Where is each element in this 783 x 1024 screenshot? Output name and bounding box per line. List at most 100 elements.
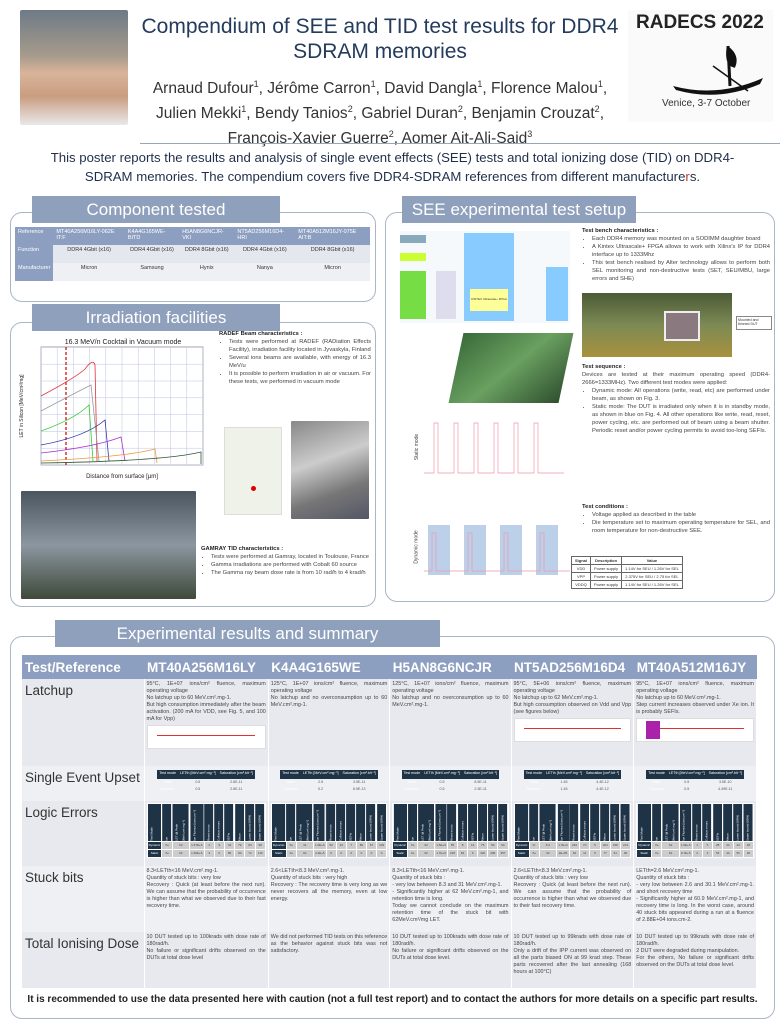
bullet-item: It is possible to perform irradiation in…: [229, 370, 371, 386]
tid-cell: 10 DUT tested up to 100krads with dose r…: [144, 932, 269, 988]
component-cell: DDR4 4Gbit (x16): [234, 245, 296, 263]
gamray-heading: GAMRAY TID characteristics :: [201, 546, 284, 552]
seu-value: 0.5: [177, 786, 218, 793]
seu-value: Static: [280, 779, 301, 786]
logic-value: Kr: [528, 841, 540, 850]
latchup-cell: 95°C, 1E+07 ions/cm² fluence, maximum op…: [144, 679, 269, 766]
seu-header-cell: Saturation [cm².bit⁻¹]: [706, 770, 744, 779]
logic-value: 158: [609, 841, 621, 850]
seu-value: Dynamic: [280, 786, 301, 793]
logic-value: Static: [636, 849, 653, 858]
voltage-cell: Power supply: [590, 572, 623, 581]
logic-header-cell: Reset errors: [204, 803, 215, 842]
logic-value: 80: [355, 841, 367, 850]
logic-value: Xe: [161, 841, 173, 850]
setup-title: SEE experimental test setup: [402, 196, 636, 223]
fpga-label: KINTEX Ultrascale+ FPGA: [470, 289, 508, 311]
let-chart: 16.3 MeV/n Cocktail in Vacuum mode Dista…: [19, 339, 204, 480]
logic-value: 67: [365, 841, 378, 850]
author-affiliation: 1: [477, 79, 483, 89]
row-label: Stuck bits: [22, 866, 145, 932]
chart-ylabel: LET in Silicon [MeV/cm²/mg]: [19, 374, 25, 438]
logic-value: Static: [392, 849, 409, 858]
logic-header-cell: Mean: [722, 803, 733, 842]
component-cell: Hynix: [179, 263, 235, 281]
logic-header-cell: SEFIs: [224, 803, 235, 842]
radef-heading: RADEF Beam characteristics :: [219, 331, 303, 337]
gamray-characteristics: GAMRAY TID characteristics : Tests were …: [201, 545, 373, 577]
seu-header-cell: LETth [MeV.cm².mg⁻¹]: [422, 770, 462, 779]
logic-value: 44: [223, 841, 236, 850]
seu-value: Dynamic: [401, 786, 423, 793]
results-title: Experimental results and summary: [55, 620, 440, 647]
logic-value: 70: [579, 841, 591, 850]
logic-header-cell: LET @ Peak [MeV.cm².mg⁻¹]: [296, 803, 314, 842]
seu-value: 8.5E-11: [461, 779, 500, 786]
component-cell: Samsung: [124, 263, 180, 281]
seu-header-cell: Test mode: [157, 770, 178, 779]
logic-header-cell: Collision errors: [336, 803, 347, 842]
logic-value: Dynamic: [392, 841, 409, 850]
chart-title: 16.3 MeV/n Cocktail in Vacuum mode: [65, 339, 182, 346]
static-mode-figure: Static mode: [404, 403, 574, 495]
curve-n: [40, 448, 158, 464]
bullet-item: Gamma irradiations are performed with Co…: [211, 561, 373, 569]
row-label: Logic Errors: [22, 801, 145, 866]
voltage-cell: Signal: [570, 556, 592, 565]
logic-value: 28: [712, 841, 724, 850]
curve-xe: [40, 361, 98, 462]
logic-value: 98: [254, 841, 266, 850]
component-cell: Micron: [295, 263, 370, 281]
logic-value: Xe: [285, 841, 297, 850]
author-affiliation: 2: [457, 104, 463, 115]
logic-header-cell: SEFIs: [712, 803, 723, 842]
author-name: Florence Malou: [491, 80, 598, 98]
vacuum-chamber-photo: [291, 421, 369, 519]
dynamic-mode-figure: Dynamic mode: [404, 503, 574, 595]
logic-header-cell: Collision errors: [702, 803, 713, 842]
stuck-cell: 2.6<LETth<8.3 MeV.cm².mg-1. Quantity of …: [268, 866, 391, 932]
seu-value: Dynamic: [157, 786, 178, 793]
logic-value: 8: [457, 841, 469, 850]
logic-value: 9: [213, 841, 225, 850]
logic-value: 53: [712, 849, 724, 858]
curve-n2: [40, 451, 202, 464]
latchup-cell: 95°C, 5E+06 ions/cm² fluence, maximum op…: [511, 679, 635, 766]
logic-value: 213: [619, 841, 632, 850]
tid-text: We did not performed TID tests on this r…: [270, 934, 388, 954]
seu-value: 0.5: [422, 779, 462, 786]
latchup-text: 95°C, 5E+06 ions/cm² fluence, maximum op…: [513, 681, 632, 715]
current-plot: [146, 725, 266, 749]
logic-value: 5: [701, 841, 714, 850]
author-affiliation: 1: [597, 79, 603, 89]
logic-value: Xe: [285, 849, 297, 858]
logic-value: Dynamic: [270, 841, 287, 850]
seu-value: 1.45: [544, 779, 584, 786]
logo-subtitle: Venice, 3-7 October: [662, 98, 751, 109]
logic-header-cell: LET @ Peak [MeV.cm².mg⁻¹]: [661, 803, 680, 842]
logic-value: 2: [691, 849, 703, 858]
stuck-text: 2.6<LETth<8.3 MeV.cm².mg-1. Quantity of …: [270, 868, 388, 902]
logic-value: 62: [661, 841, 680, 850]
test-conditions: Test conditions :Voltage applied as desc…: [582, 503, 770, 535]
bullet-item: Tests were performed at RADEF (RADiation…: [229, 338, 371, 354]
